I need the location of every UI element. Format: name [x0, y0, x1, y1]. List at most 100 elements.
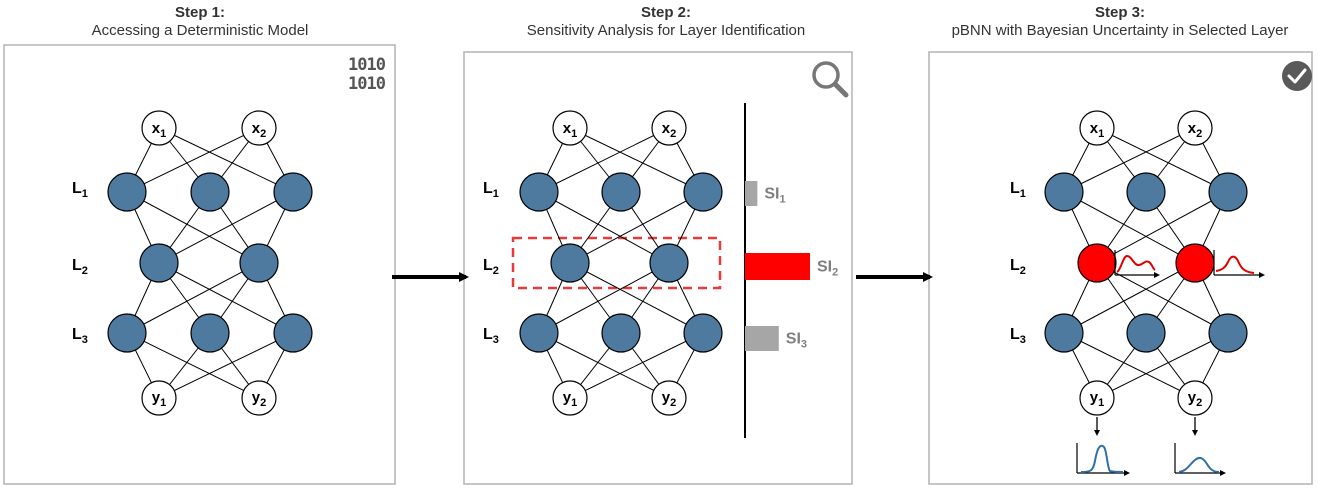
net2-L1-node-2 — [601, 172, 641, 212]
binary-data-icon-line2: 1010 — [348, 74, 386, 94]
net1-L1-node-1 — [107, 172, 147, 212]
step1-output-y2-label: y2 — [252, 389, 266, 409]
net2-edge-2-0-2 — [569, 262, 704, 334]
net3-edge-0-1-0 — [1063, 127, 1196, 193]
net3-edge-1-2-0 — [1096, 191, 1229, 264]
step1-output-y1-label: y1 — [152, 389, 166, 409]
step2-output-y1-label: y1 — [563, 389, 577, 409]
net1-L1-node-2 — [190, 172, 230, 212]
step1-title: Step 1: Accessing a Deterministic Model — [40, 4, 360, 40]
net2-edge-0-0-2 — [569, 127, 704, 193]
si-label-2: SI2 — [817, 259, 838, 279]
y2-distribution-icon — [1174, 443, 1226, 476]
step3-input-x2-label: x2 — [1188, 120, 1202, 140]
net1-L3-node-3 — [273, 313, 313, 353]
step3-layer-L3-label: L3 — [1010, 326, 1026, 346]
step1-input-x2-label: x2 — [252, 120, 266, 140]
net2-L3-node-3 — [683, 313, 723, 353]
step2-layer-L2-label: L2 — [483, 257, 499, 277]
net1-edge-3-2-0 — [158, 332, 294, 399]
step1-subheading: Accessing a Deterministic Model — [91, 22, 309, 39]
net2-input-node-1 — [552, 110, 588, 146]
net1-edge-3-0-1 — [126, 332, 260, 399]
net1-output-node-2 — [241, 380, 277, 416]
step3-layer-L1-label: L1 — [1010, 180, 1026, 200]
net2-L3-node-2 — [601, 313, 641, 353]
net1-L2-node-2 — [239, 243, 279, 283]
step2-input-x1-label: x1 — [563, 120, 577, 140]
step3-heading: Step 3: — [1094, 4, 1145, 21]
net2-L2-node-2 — [649, 243, 689, 283]
net3-input-node-2 — [1177, 110, 1213, 146]
net2-edge-1-2-0 — [569, 191, 704, 264]
net3-edge-1-0-1 — [1063, 191, 1196, 264]
net2-edge-1-0-1 — [538, 191, 670, 264]
net2-edge-3-0-1 — [538, 332, 670, 399]
check-circle-icon — [1282, 61, 1312, 91]
net2-edge-3-2-0 — [569, 332, 704, 399]
step2-heading: Step 2: — [640, 4, 691, 21]
l2-node2-distribution-icon — [1213, 250, 1265, 278]
net2-output-node-1 — [552, 380, 588, 416]
net2-L1-node-3 — [683, 172, 723, 212]
step1-panel — [3, 44, 396, 485]
network-nodes — [107, 110, 1248, 416]
net2-edge-2-1-0 — [538, 262, 670, 334]
si-bar-2 — [745, 253, 810, 280]
net3-L1-node-1 — [1044, 172, 1084, 212]
net2-L2-node-1 — [550, 243, 590, 283]
net3-edge-3-0-1 — [1063, 332, 1196, 399]
net3-edge-3-2-0 — [1096, 332, 1229, 399]
net1-edge-0-0-2 — [158, 127, 294, 193]
net3-L1-node-2 — [1126, 172, 1166, 212]
net3-edge-0-0-2 — [1096, 127, 1229, 193]
step3-input-x1-label: x1 — [1090, 120, 1104, 140]
net1-L3-node-1 — [107, 313, 147, 353]
net1-L1-node-3 — [273, 172, 313, 212]
step1-layer-L2-label: L2 — [72, 257, 88, 277]
net3-L2-node-1 — [1077, 243, 1117, 283]
step3-output-y2-label: y2 — [1188, 389, 1202, 409]
step3-output-y1-label: y1 — [1090, 389, 1104, 409]
step1-layer-L1-label: L1 — [72, 180, 88, 200]
step2-title: Step 2: Sensitivity Analysis for Layer I… — [480, 4, 852, 40]
step2-subheading: Sensitivity Analysis for Layer Identific… — [526, 22, 806, 39]
net3-output-node-2 — [1177, 380, 1213, 416]
magnifier-icon — [812, 61, 849, 98]
step2-output-y2-label: y2 — [662, 389, 676, 409]
net1-edge-0-1-0 — [126, 127, 260, 193]
l2-node1-distribution-icon — [1114, 250, 1160, 278]
net3-output-node-1 — [1079, 380, 1115, 416]
si-bar-3 — [745, 326, 779, 351]
si-bar-1 — [745, 181, 758, 206]
step1-heading: Step 1: — [174, 4, 225, 21]
net2-L3-node-1 — [519, 313, 559, 353]
y1-distribution-icon — [1076, 443, 1130, 476]
net1-edge-1-2-0 — [158, 191, 294, 264]
net2-edge-0-1-0 — [538, 127, 670, 193]
step2-layer-L1-label: L1 — [483, 180, 499, 200]
step1-layer-L3-label: L3 — [72, 326, 88, 346]
si-label-3: SI3 — [786, 331, 807, 351]
si-label-1: SI1 — [764, 186, 785, 206]
net1-L2-node-1 — [139, 243, 179, 283]
net1-edge-1-0-1 — [126, 191, 260, 264]
net1-input-node-2 — [241, 110, 277, 146]
net2-input-node-2 — [651, 110, 687, 146]
step1-input-x1-label: x1 — [152, 120, 166, 140]
net1-edge-2-0-2 — [158, 262, 294, 334]
net3-L3-node-2 — [1126, 313, 1166, 353]
step2-layer-L3-label: L3 — [483, 326, 499, 346]
net1-L3-node-2 — [190, 313, 230, 353]
step2-input-x2-label: x2 — [662, 120, 676, 140]
net3-L1-node-3 — [1208, 172, 1248, 212]
net3-edge-2-1-0 — [1063, 262, 1196, 334]
step3-title: Step 3: pBNN with Bayesian Uncertainty i… — [927, 4, 1313, 40]
net3-input-node-1 — [1079, 110, 1115, 146]
net1-edge-2-1-0 — [126, 262, 260, 334]
step3-subheading: pBNN with Bayesian Uncertainty in Select… — [951, 22, 1289, 39]
step3-layer-L2-label: L2 — [1010, 257, 1026, 277]
net3-L3-node-1 — [1044, 313, 1084, 353]
net2-L1-node-1 — [519, 172, 559, 212]
binary-data-icon: 1010 — [348, 55, 386, 75]
